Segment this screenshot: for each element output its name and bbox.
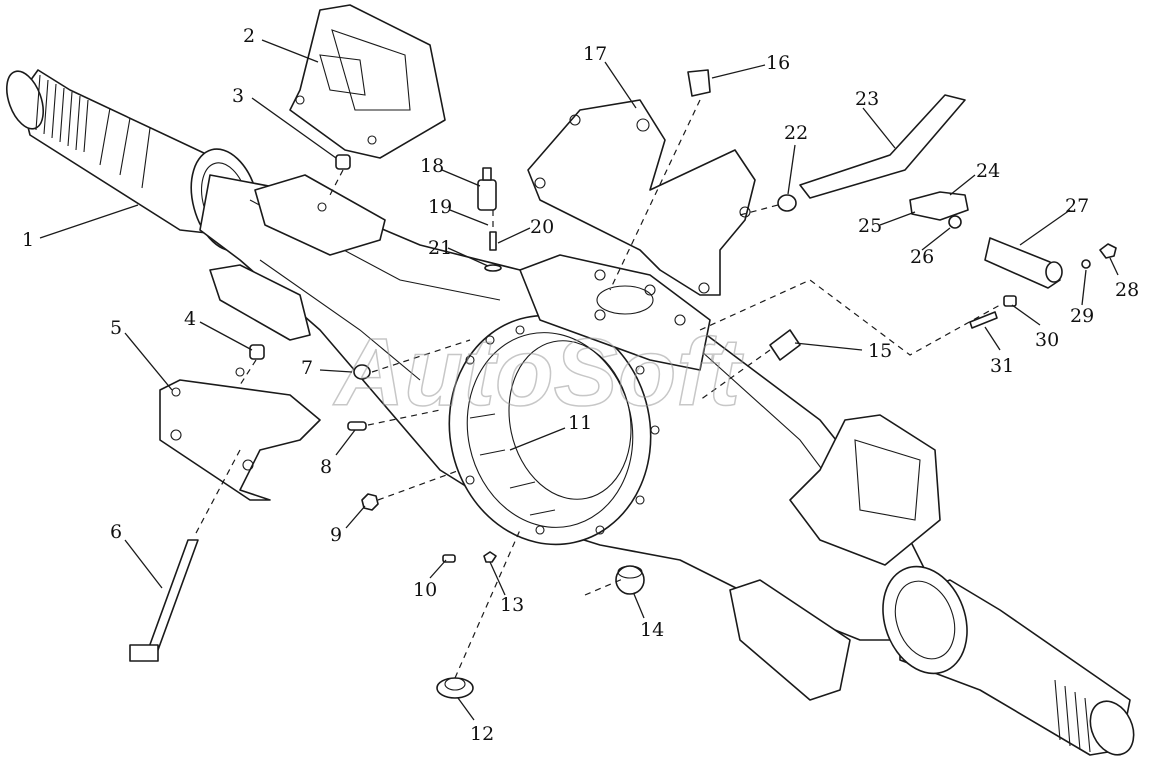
callout-30: 30: [1035, 329, 1059, 351]
assembly-lines: [194, 99, 1001, 679]
callout-labels: 1 2 3 4 5 6 7 8 9 10 11 12 13 14 15 16 1…: [22, 25, 1139, 745]
part-8-pin: [347, 421, 367, 431]
part-31-stud: [969, 311, 998, 329]
part-6-bolt: [129, 539, 199, 662]
callout-29: 29: [1070, 305, 1094, 327]
callout-8: 8: [320, 456, 332, 478]
callout-15: 15: [868, 340, 892, 362]
callout-12: 12: [470, 723, 494, 745]
part-28-nut: [1099, 243, 1117, 259]
callout-16: 16: [766, 52, 790, 74]
callout-18: 18: [420, 155, 444, 177]
callout-1: 1: [22, 229, 34, 251]
part-22-washer: [777, 194, 797, 212]
part-14-cap: [615, 565, 645, 595]
part-30-sleeve: [1003, 295, 1017, 307]
callout-21: 21: [428, 237, 452, 259]
part-13-screw: [483, 551, 497, 563]
part-4-bushing: [249, 344, 265, 360]
callout-7: 7: [301, 357, 313, 379]
part-29-washer: [1081, 259, 1091, 269]
part-7-plug: [353, 364, 371, 380]
callout-14: 14: [640, 619, 664, 641]
leader-lines: [39, 39, 1119, 721]
part-24-25-clip: [909, 191, 969, 221]
callout-4: 4: [184, 308, 196, 330]
callout-11: 11: [568, 412, 592, 434]
callout-10: 10: [413, 579, 437, 601]
callout-20: 20: [530, 216, 554, 238]
callout-5: 5: [110, 317, 122, 339]
part-5-lower-plate: [159, 367, 321, 501]
part-27-cylinder: [984, 237, 1063, 289]
part-23-rod: [799, 94, 966, 199]
callout-28: 28: [1115, 279, 1139, 301]
part-2-bracket: [289, 4, 446, 159]
part-15-fitting: [769, 329, 801, 361]
callout-13: 13: [500, 594, 524, 616]
part-12-plug: [436, 677, 474, 699]
part-16-bolt: [687, 69, 711, 97]
callout-9: 9: [330, 524, 342, 546]
right-axle-shaft: [882, 565, 1135, 756]
callout-2: 2: [243, 25, 255, 47]
part-3-bushing: [335, 154, 351, 170]
part-21-washer: [484, 264, 502, 272]
watermark-text: AutoSoft: [333, 319, 744, 426]
part-18-sensor: [477, 167, 497, 211]
callout-19: 19: [428, 196, 452, 218]
callout-31: 31: [990, 355, 1014, 377]
callout-6: 6: [110, 521, 122, 543]
callout-17: 17: [583, 43, 607, 65]
callout-26: 26: [910, 246, 934, 268]
callout-27: 27: [1065, 195, 1089, 217]
callout-3: 3: [232, 85, 244, 107]
callout-23: 23: [855, 88, 879, 110]
part-19-pin: [489, 231, 497, 251]
callout-22: 22: [784, 122, 808, 144]
part-17-bracket: [527, 99, 756, 296]
axle-housing: [199, 174, 941, 641]
callout-25: 25: [858, 215, 882, 237]
part-26-nut: [948, 215, 962, 229]
left-spring-seat: [209, 174, 386, 341]
right-spring-bracket: [729, 414, 941, 701]
callout-24: 24: [976, 160, 1000, 182]
